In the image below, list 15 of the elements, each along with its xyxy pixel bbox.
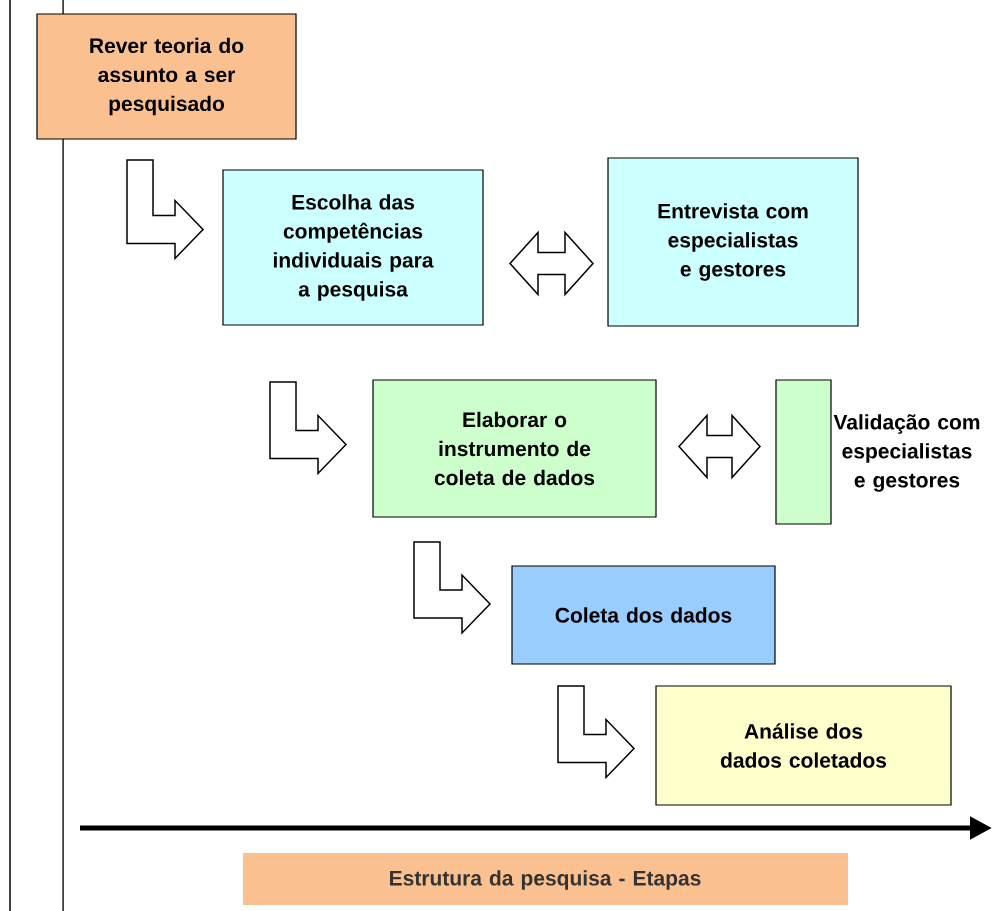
title-band: Estrutura da pesquisa - Etapas [243, 853, 848, 905]
process-box: Entrevista com especialistas e gestores [607, 157, 859, 327]
hollow-arrow [413, 541, 492, 635]
double-arrow [678, 413, 761, 480]
hollow-arrow [269, 381, 348, 476]
process-box: Coleta dos dados [511, 565, 776, 665]
node-label: Validação com especialistas e gestores [833, 414, 980, 492]
hollow-arrow [557, 685, 636, 780]
process-box: Escolha das competências individuais para a pesquisa [222, 169, 484, 326]
hollow-arrow [126, 159, 205, 261]
process-box: Análise dos dados coletados [655, 685, 952, 806]
double-arrow [509, 230, 594, 297]
process-box: Validação com especialistas e gestores [775, 379, 980, 525]
process-box: Rever teoria do assunto a ser pesquisado [36, 13, 297, 140]
process-box: Elaborar o instrumento de coleta de dados [372, 379, 657, 518]
